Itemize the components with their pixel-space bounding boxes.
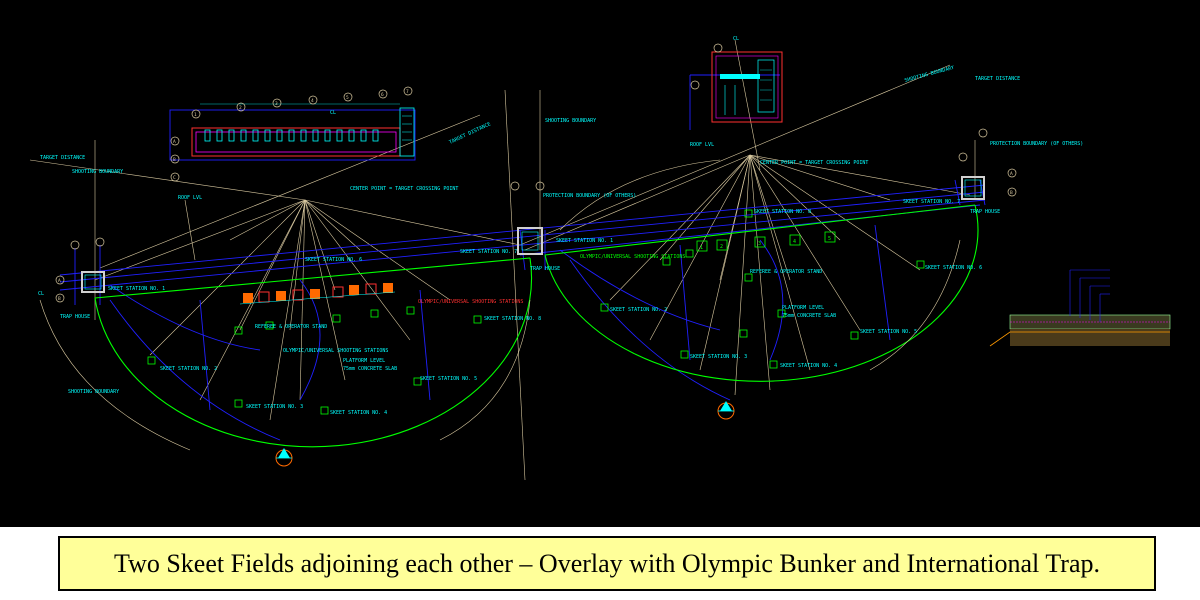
skeet-station-7-label-left: SKEET STATION NO. 7: [460, 249, 517, 255]
cl-label-far-left: CL: [38, 291, 44, 297]
trap-box-5: 5: [824, 231, 836, 243]
svg-text:B: B: [58, 296, 61, 302]
svg-text:B: B: [1010, 190, 1013, 196]
outer-sector-arcs: [39, 159, 961, 451]
olympic-trap-stations-label: OLYMPIC/UNIVERSAL SHOOTING STATIONS: [283, 348, 388, 354]
svg-text:A: A: [173, 139, 176, 145]
roof-level-label-right: ROOF LVL: [690, 142, 714, 148]
svg-text:2: 2: [720, 244, 723, 250]
skeet-station-8-label-left: SKEET STATION NO. 8: [484, 316, 541, 322]
north-arrow-right: [717, 401, 735, 420]
svg-text:5: 5: [346, 95, 349, 101]
target-distance-label-right: TARGET DISTANCE: [975, 76, 1020, 82]
svg-text:A: A: [1010, 171, 1013, 177]
svg-text:4: 4: [793, 239, 796, 245]
concrete-slab-label-right: 75mm CONCRETE SLAB: [782, 313, 836, 319]
station-boxes: [147, 209, 925, 415]
trap-house-label-left: TRAP HOUSE: [60, 314, 90, 320]
caption-box: Two Skeet Fields adjoining each other – …: [58, 536, 1156, 591]
center-point-label-right: CENTER POINT = TARGET CROSSING POINT: [760, 160, 868, 166]
svg-text:6: 6: [381, 92, 384, 98]
svg-text:3: 3: [758, 241, 761, 247]
site-plan-svg: 1 2 3 4 5 1 2 3 4 5 6 7 A B C A B A B: [29, 36, 1171, 481]
skeet-station-3-label-left: SKEET STATION NO. 3: [246, 404, 303, 410]
shooting-boundary-label-left: SHOOTING BOUNDARY: [72, 169, 123, 175]
cl-label-left: CL: [330, 110, 336, 116]
skeet-station-5-label-left: SKEET STATION NO. 5: [420, 376, 477, 382]
skeet-station-8-label-right: SKEET STATION NO. 8: [754, 209, 811, 215]
shooting-boundary-label-mid: SHOOTING BOUNDARY: [545, 118, 596, 124]
north-arrow-left: [275, 448, 293, 467]
trajectory-lines: [29, 39, 976, 481]
right-pavilion: [711, 51, 783, 123]
trap-box-3: 3: [754, 236, 766, 248]
roof-level-label-left: ROOF LVL: [178, 195, 202, 201]
skeet-station-4-label-right: SKEET STATION NO. 4: [780, 363, 837, 369]
target-distance-label-left: TARGET DISTANCE: [40, 155, 85, 161]
trap-box-2: 2: [716, 239, 728, 251]
boundary-lines: [59, 74, 986, 441]
skeet-station-7-label-right: SKEET STATION NO. 7: [903, 199, 960, 205]
protection-boundary-label-mid: PROTECTION BOUNDARY (OF OTHERS): [543, 193, 636, 199]
trap-houses: [81, 176, 985, 293]
center-point-label-left: CENTER POINT = TARGET CROSSING POINT: [350, 186, 458, 192]
trap-house-label-right: TRAP HOUSE: [970, 209, 1000, 215]
labels: TARGET DISTANCE SHOOTING BOUNDARY ROOF L…: [38, 36, 1083, 416]
shooting-boundary-label-right: SHOOTING BOUNDARY: [904, 65, 955, 84]
left-pavilion: [169, 103, 416, 161]
skeet-station-4-label-left: SKEET STATION NO. 4: [330, 410, 387, 416]
trap-box-1: 1: [696, 240, 708, 252]
svg-text:1: 1: [700, 245, 703, 251]
trap-house-label-mid: TRAP HOUSE: [530, 266, 560, 272]
cl-label-right: CL: [733, 36, 739, 42]
skeet-semicircles: [94, 204, 979, 448]
skeet-station-2-label-left: SKEET STATION NO. 2: [160, 366, 217, 372]
trap-line-label: OLYMPIC/UNIVERSAL SHOOTING STATIONS: [580, 254, 685, 260]
skeet-station-6-label-right: SKEET STATION NO. 6: [925, 265, 982, 271]
platform-level-label-right: PLATFORM LEVEL: [782, 305, 824, 311]
trap-box-4: 4: [789, 234, 801, 246]
svg-text:2: 2: [239, 105, 242, 111]
bunker-traps: [239, 283, 396, 305]
grid-markers: [55, 43, 1017, 303]
cad-drawing: 1 2 3 4 5 1 2 3 4 5 6 7 A B C A B A B: [0, 0, 1200, 527]
caption-text: Two Skeet Fields adjoining each other – …: [114, 548, 1100, 578]
svg-text:5: 5: [828, 236, 831, 242]
international-trap-stations: 1 2 3 4 5: [696, 231, 836, 252]
protection-boundary-label-right: PROTECTION BOUNDARY (OF OTHERS): [990, 141, 1083, 147]
concrete-slab-label-left: 75mm CONCRETE SLAB: [343, 366, 397, 372]
skeet-station-3-label-right: SKEET STATION NO. 3: [690, 354, 747, 360]
caption-area: Two Skeet Fields adjoining each other – …: [0, 527, 1200, 600]
svg-text:1: 1: [194, 112, 197, 118]
svg-text:A: A: [58, 278, 61, 284]
section-detail: [989, 269, 1171, 347]
svg-text:B: B: [173, 157, 176, 163]
grid-marker-labels: 1 2 3 4 5 6 7 A B C A B A B: [58, 89, 1013, 302]
red-labels: OLYMPIC/UNIVERSAL SHOOTING STATIONS OLYM…: [418, 254, 685, 305]
svg-text:3: 3: [275, 101, 278, 107]
referee-stand-label-right: REFEREE & OPERATOR STAND: [750, 269, 822, 275]
referee-stand-label-left: REFEREE & OPERATOR STAND: [255, 324, 327, 330]
skeet-station-2-label-right: SKEET STATION NO. 2: [610, 307, 667, 313]
skeet-station-6-label-left: SKEET STATION NO. 6: [305, 257, 362, 263]
skeet-station-1-label-right: SKEET STATION NO. 1: [556, 238, 613, 244]
skeet-station-5-label-right: SKEET STATION NO. 5: [860, 329, 917, 335]
svg-text:4: 4: [311, 98, 314, 104]
svg-text:7: 7: [406, 89, 409, 95]
skeet-station-1-label-left: SKEET STATION NO. 1: [108, 286, 165, 292]
bunker-label: OLYMPIC/UNIVERSAL SHOOTING STATIONS: [418, 299, 523, 305]
svg-text:C: C: [173, 175, 176, 181]
platform-level-label-left: PLATFORM LEVEL: [343, 358, 385, 364]
shooting-boundary-label-lower: SHOOTING BOUNDARY: [68, 389, 119, 395]
